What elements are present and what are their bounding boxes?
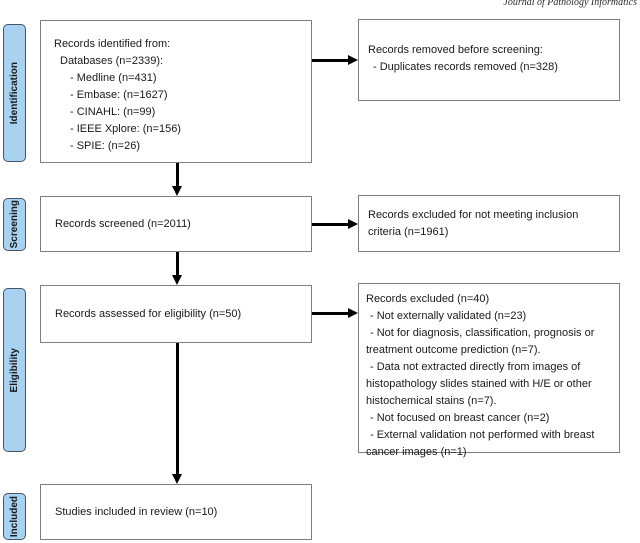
box-line: - IEEE Xplore: (n=156) [70,123,181,135]
arrow-identified-to-removed-icon [312,55,358,66]
box-line: Databases (n=2339): [60,55,164,67]
stage-eligibility: Eligibility [3,288,26,452]
box-records-excluded-inclusion-text: Records excluded for not meeting inclusi… [368,208,579,238]
box-line: - Not focused on breast cancer (n=2) [370,412,550,424]
arrow-screened-to-assessed-icon [172,252,183,285]
box-line: - Medline (n=431) [70,72,157,84]
box-records-screened: Records screened (n=2011) [40,196,312,252]
box-line: - Duplicates records removed (n=328) [373,61,558,73]
box-line: - Not for diagnosis, classification, pro… [370,327,595,339]
arrow-identified-to-screened-icon [172,163,183,196]
box-records-excluded-eligibility: Records excluded (n=40) - Not externally … [358,283,620,458]
box-line: - SPIE: (n=26) [70,140,141,152]
stage-identification: Identification [3,24,26,162]
stage-identification-label: Identification [9,61,20,125]
stage-eligibility-label: Eligibility [9,347,20,393]
box-records-assessed-text: Records assessed for eligibility (n=50) [55,307,242,320]
stage-screening: Screening [3,198,26,251]
box-line: treatment outcome prediction (n=7). [366,344,541,356]
box-line: - CINAHL: (n=99) [70,106,156,118]
box-studies-included: Studies included in review (n=10) [40,484,312,540]
arrow-assessed-to-excluded-icon [312,308,358,319]
box-line: - Embase: (n=1627) [70,89,168,101]
box-line: histopathology slides stained with H/E o… [366,378,592,390]
box-studies-included-text: Studies included in review (n=10) [55,505,218,518]
box-records-identified: Records identified from: Databases (n=233… [40,20,312,163]
box-line: histochemical stains (n=7). [366,395,497,407]
box-records-screened-text: Records screened (n=2011) [55,217,191,230]
arrow-screened-to-excluded-icon [312,219,358,230]
box-line: Records identified from: [54,38,171,50]
box-line: - Data not extracted directly from image… [370,361,581,373]
box-records-excluded-inclusion: Records excluded for not meeting inclusi… [358,195,620,252]
box-line: cancer images (n=1) [366,446,467,458]
box-line: - Not externally validated (n=23) [370,310,527,322]
box-line: - External validation not performed with… [370,429,595,441]
box-line: Records removed before screening: [368,44,543,56]
stage-included: Included [3,493,26,540]
box-records-removed: Records removed before screening: - Dupli… [358,19,620,101]
arrow-assessed-to-included-icon [172,343,183,484]
journal-title: Journal of Pathology Informatics [503,0,637,8]
box-records-assessed: Records assessed for eligibility (n=50) [40,285,312,343]
stage-screening-label: Screening [9,200,20,249]
box-line: Records excluded (n=40) [366,293,490,305]
stage-included-label: Included [9,495,20,538]
